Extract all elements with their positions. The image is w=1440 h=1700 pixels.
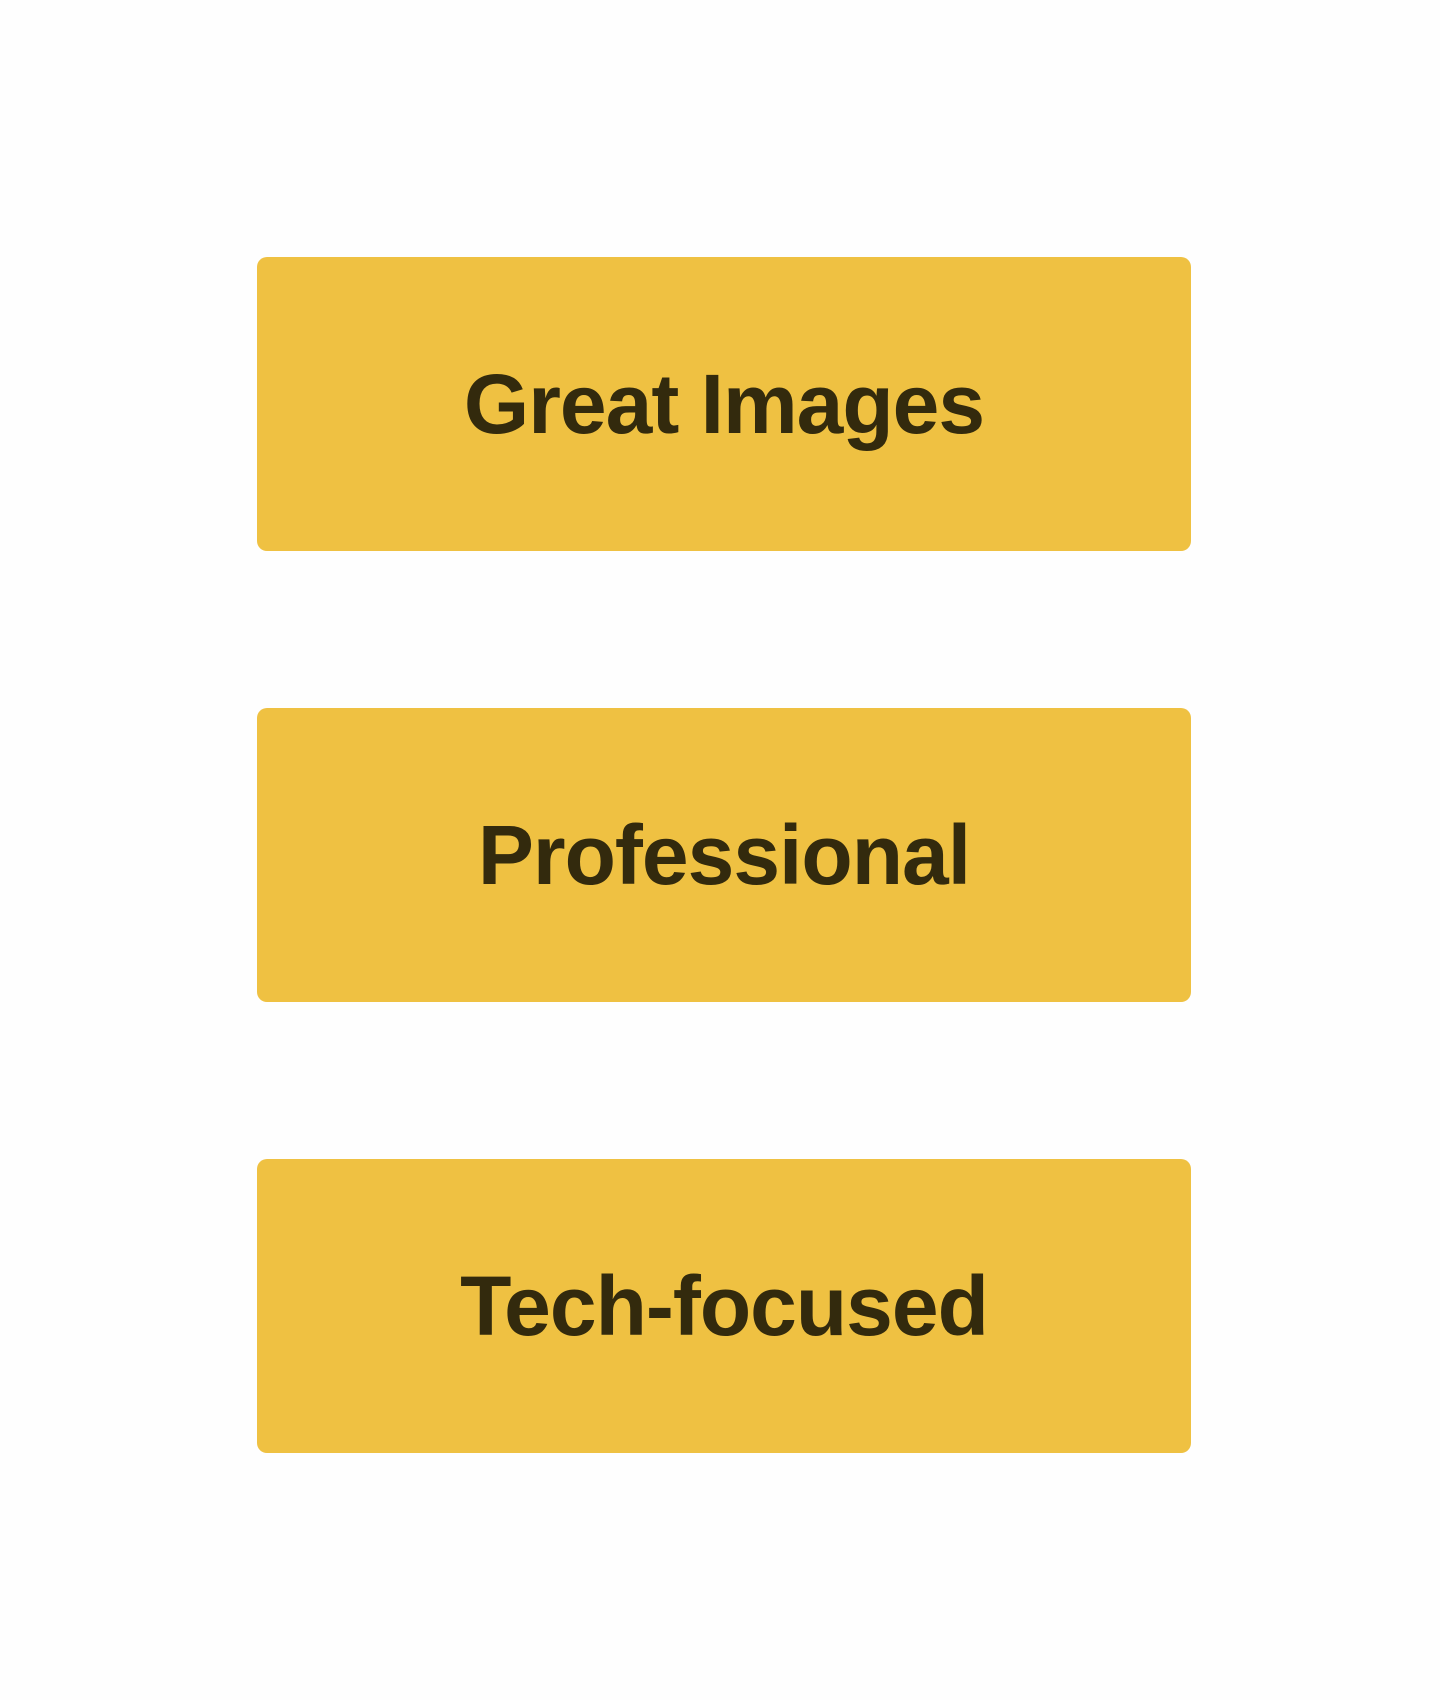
feature-label: Great Images	[463, 357, 985, 451]
feature-card-professional[interactable]: Professional	[257, 708, 1191, 1002]
feature-label: Tech-focused	[460, 1259, 989, 1353]
feature-label: Professional	[477, 808, 971, 902]
feature-card-tech-focused[interactable]: Tech-focused	[257, 1159, 1191, 1453]
feature-card-great-images[interactable]: Great Images	[257, 257, 1191, 551]
